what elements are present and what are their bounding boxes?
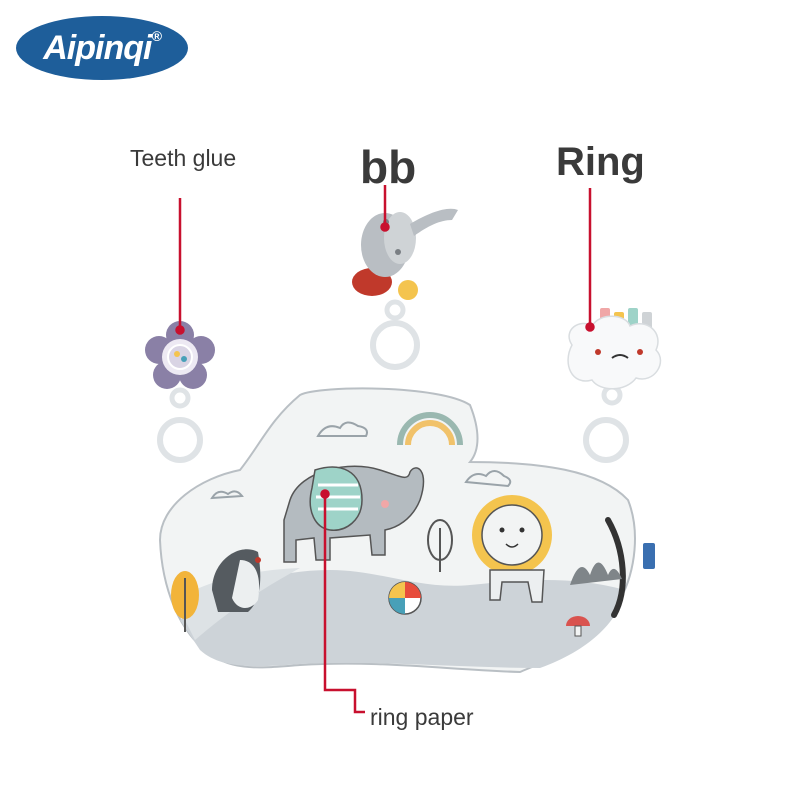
elephant-icon bbox=[283, 465, 425, 563]
lion-icon bbox=[472, 495, 552, 603]
label-ring-paper: ring paper bbox=[370, 704, 474, 730]
cloud-rattle-icon bbox=[567, 308, 662, 463]
logo-name: Aipinqi bbox=[43, 28, 152, 67]
logo-registered-mark: ® bbox=[151, 28, 161, 44]
mushroom-icon bbox=[566, 616, 590, 637]
logo-oval bbox=[16, 16, 188, 80]
brand-logo: Aipinqi® bbox=[14, 14, 190, 82]
label-ring: Ring bbox=[556, 140, 645, 184]
pillow bbox=[158, 387, 655, 674]
hedgehog-icon bbox=[212, 549, 261, 612]
logo-wordmark: Aipinqi® bbox=[14, 14, 190, 82]
rainbow-icon bbox=[397, 412, 463, 446]
tree-middle bbox=[427, 519, 453, 572]
label-bb: bb bbox=[360, 141, 417, 193]
label-teeth-glue: Teeth glue bbox=[130, 145, 237, 171]
plush-cow-icon bbox=[352, 208, 458, 370]
callout-leaders bbox=[175, 185, 595, 714]
tree-left bbox=[171, 571, 199, 632]
beach-ball-icon bbox=[388, 581, 422, 615]
teether-flower-icon bbox=[145, 321, 215, 463]
